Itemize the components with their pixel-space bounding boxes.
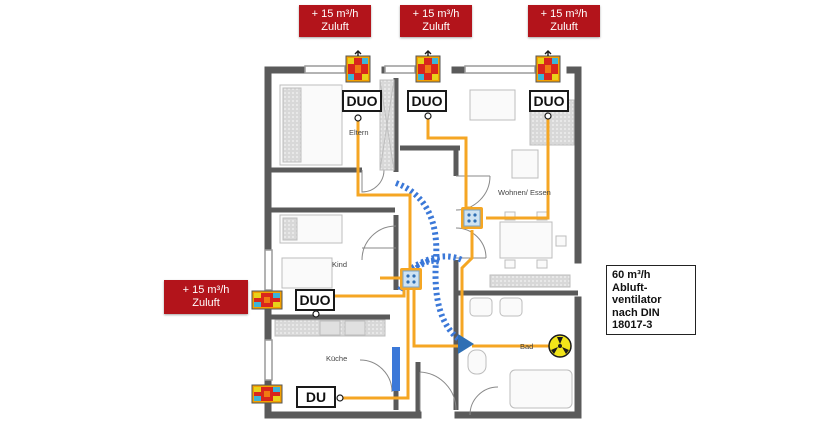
exhaust-fan-note: 60 m³/h Abluft- ventilator nach DIN 1801… — [606, 265, 696, 335]
room-label-kueche: Küche — [326, 354, 348, 363]
exhaust-fan-icon — [548, 334, 572, 358]
note-line: nach DIN — [612, 306, 660, 319]
supply-rate: + 15 m³/h — [311, 8, 359, 20]
supply-label-wohnen-left: + 15 m³/h Zuluft — [400, 5, 472, 37]
ducts — [314, 116, 552, 400]
room-label-bad: Bad — [520, 342, 534, 351]
duo-unit-kind: DUO — [295, 289, 335, 311]
supply-type: Zuluft — [422, 21, 450, 33]
room-label-eltern: Eltern — [349, 128, 369, 137]
du-unit-kueche: DU — [296, 386, 336, 408]
room-label-wohnen: Wohnen/ Essen — [498, 188, 551, 197]
heat-recovery-unit-icon — [415, 50, 441, 83]
heat-recovery-unit-icon — [251, 290, 283, 310]
distributor-box-icon — [399, 267, 423, 291]
heat-recovery-unit-icon — [535, 50, 561, 83]
duo-unit-wohnen-left: DUO — [407, 90, 447, 112]
exhaust-outlet-icon — [458, 334, 474, 354]
supply-rate: + 15 m³/h — [412, 8, 460, 20]
note-line: 60 m³/h — [612, 269, 651, 281]
inner-walls — [268, 78, 578, 415]
kitchen-hood-duct — [392, 347, 400, 391]
supply-label-eltern: + 15 m³/h Zuluft — [299, 5, 371, 37]
supply-rate: + 15 m³/h — [540, 8, 588, 20]
supply-label-wohnen-right: + 15 m³/h Zuluft — [528, 5, 600, 37]
distributor-box-icon — [460, 206, 484, 230]
furniture — [274, 79, 575, 409]
valve-icon — [312, 112, 552, 402]
supply-type: Zuluft — [192, 297, 220, 309]
windows — [264, 65, 536, 381]
supply-rate: + 15 m³/h — [182, 284, 230, 296]
room-label-kind: Kind — [332, 260, 348, 269]
supply-type: Zuluft — [321, 21, 349, 33]
supply-type: Zuluft — [550, 21, 578, 33]
heat-recovery-unit-icon — [251, 384, 283, 404]
note-line: 18017-3 — [612, 319, 653, 331]
supply-label-kind: + 15 m³/h Zuluft — [164, 280, 248, 314]
duo-unit-wohnen-right: DUO — [529, 90, 569, 112]
note-line: ventilator — [612, 294, 662, 306]
airflow-arcs — [394, 180, 464, 343]
note-line: Abluft- — [612, 281, 648, 294]
duo-unit-eltern: DUO — [342, 90, 382, 112]
heat-recovery-unit-icon — [345, 50, 371, 83]
